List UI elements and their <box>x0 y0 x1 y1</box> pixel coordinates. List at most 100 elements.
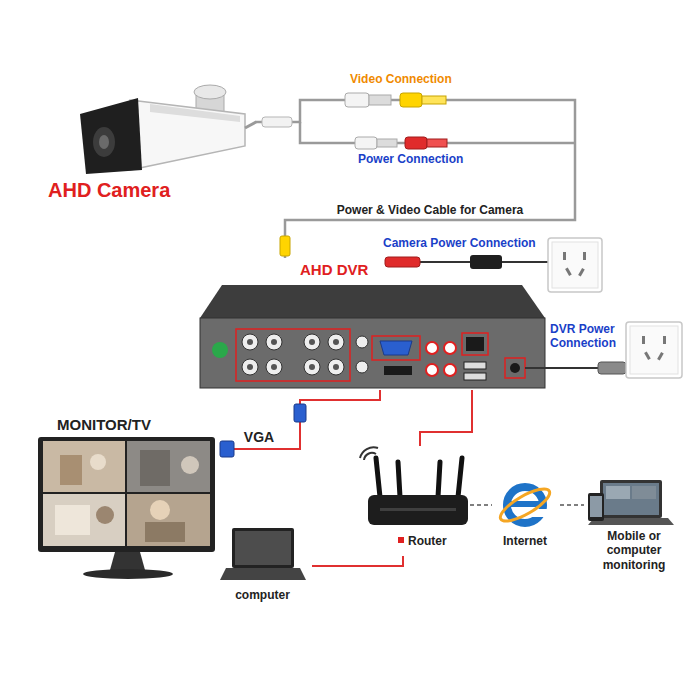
monitor-node: MONITOR/TV <box>35 414 220 586</box>
cable-connector <box>220 390 380 449</box>
camera-illustration-part <box>80 98 142 174</box>
dvr-illustration-part <box>200 285 545 318</box>
monitor-illustration-part <box>55 505 90 535</box>
remote-devices-illustration-part <box>632 486 656 499</box>
dvr-illustration-part <box>328 359 344 375</box>
monitor-illustration-part <box>110 552 145 570</box>
monitor-illustration-part <box>43 441 125 492</box>
camera-cable-connectors-part <box>422 96 446 104</box>
wall-outlet-part <box>548 238 602 292</box>
wall-outlet-part <box>578 268 585 276</box>
dvr-node: AHD DVR <box>198 258 548 390</box>
connector-label: Power Connection <box>358 152 498 166</box>
cable-connector <box>312 556 403 566</box>
dvr-label: AHD DVR <box>300 261 400 279</box>
wall-outlet-part <box>626 322 682 378</box>
camera-label: AHD Camera <box>48 178 248 202</box>
camera-cable-connectors-part <box>400 93 422 107</box>
monitor-illustration-part <box>43 494 125 546</box>
router-illustration-part <box>398 537 404 543</box>
router-illustration <box>360 447 468 543</box>
laptop-illustration <box>220 528 306 580</box>
router-illustration-part <box>458 458 462 497</box>
dvr-illustration-part <box>266 334 282 350</box>
monitor-illustration-part <box>90 454 106 470</box>
camera-illustration-part <box>194 85 226 99</box>
dvr-illustration-part <box>426 342 438 354</box>
internet-icon-part <box>496 483 553 527</box>
camera-cable-connectors-part <box>369 95 391 105</box>
camera-cable-connectors-part <box>405 137 427 149</box>
dvr-illustration-part <box>464 373 486 380</box>
remote-devices-illustration-part <box>600 480 662 518</box>
camera-illustration-part <box>93 127 115 157</box>
remote-devices-illustration <box>588 480 674 525</box>
dvr-illustration-part <box>466 337 484 351</box>
monitor-illustration-part <box>127 441 210 492</box>
dvr-illustration-part <box>200 318 545 388</box>
router-label: Router <box>408 534 468 548</box>
cable-label: VGA <box>242 429 276 446</box>
dvr-illustration-part <box>505 358 525 378</box>
dvr-illustration-part <box>356 336 368 348</box>
dvr-illustration-part <box>333 364 339 370</box>
camera-cable-connectors <box>262 93 575 256</box>
dvr-illustration-part <box>444 364 456 376</box>
dvr-illustration-part <box>242 359 258 375</box>
dvr-power-cord-part <box>598 362 626 374</box>
camera-illustration <box>80 85 256 174</box>
internet-node: Internet <box>492 478 560 554</box>
laptop-illustration-part <box>220 568 306 580</box>
wall-outlet-part <box>565 268 572 276</box>
dvr-illustration-part <box>309 364 315 370</box>
dvr-illustration-part <box>333 339 339 345</box>
dvr-illustration-part <box>236 329 350 381</box>
vga-plug <box>220 404 306 457</box>
dvr-power-cord-part <box>525 367 600 369</box>
monitoring-label: Mobile or computer monitoring <box>588 529 680 572</box>
dvr-illustration-part <box>304 334 320 350</box>
dvr-illustration-part <box>309 339 315 345</box>
camera-power-plug-part <box>470 255 502 269</box>
dvr-illustration-part <box>372 336 420 360</box>
router-illustration-part <box>380 508 456 511</box>
wall-outlet-part <box>657 352 664 360</box>
monitor-illustration-part <box>127 494 210 546</box>
wall-outlet-part <box>563 252 566 260</box>
router-node: Router <box>360 446 470 556</box>
dvr-illustration-part <box>384 366 412 375</box>
camera-cable-connectors-part <box>377 139 397 147</box>
wall-outlet-part <box>583 252 586 260</box>
wall-outlet-part <box>644 352 651 360</box>
dvr-illustration-part <box>266 359 282 375</box>
laptop-illustration-part <box>232 528 294 568</box>
wall-outlet <box>626 322 682 378</box>
dvr-power-cord <box>525 362 626 374</box>
monitor-illustration-part <box>145 522 185 542</box>
monitor-illustration-part <box>181 456 199 474</box>
dvr-illustration-part <box>380 341 412 355</box>
router-illustration-part <box>376 458 380 497</box>
dvr-illustration-part <box>271 339 277 345</box>
camera-power-plug <box>385 255 548 269</box>
internet-icon <box>496 483 553 527</box>
camera-illustration-part <box>130 100 245 170</box>
dvr-illustration-part <box>247 339 253 345</box>
remote-devices-illustration-part <box>606 486 630 499</box>
monitor-label: MONITOR/TV <box>57 416 197 434</box>
dvr-illustration-part <box>271 364 277 370</box>
camera-power-plug-part <box>385 257 420 267</box>
monitor-illustration-part <box>83 569 173 579</box>
dvr-illustration-part <box>242 334 258 350</box>
monitor-illustration-part <box>150 500 170 520</box>
laptop-illustration-part <box>235 531 291 565</box>
monitor-illustration <box>38 437 215 579</box>
router-illustration-part <box>438 462 440 497</box>
dvr-illustration-part <box>426 364 438 376</box>
camera-illustration-part <box>99 135 109 149</box>
monitor-illustration-part <box>96 506 114 524</box>
dvr-illustration-part <box>462 333 488 355</box>
remote-devices-illustration-part <box>590 496 602 517</box>
dvr-illustration-part <box>304 359 320 375</box>
